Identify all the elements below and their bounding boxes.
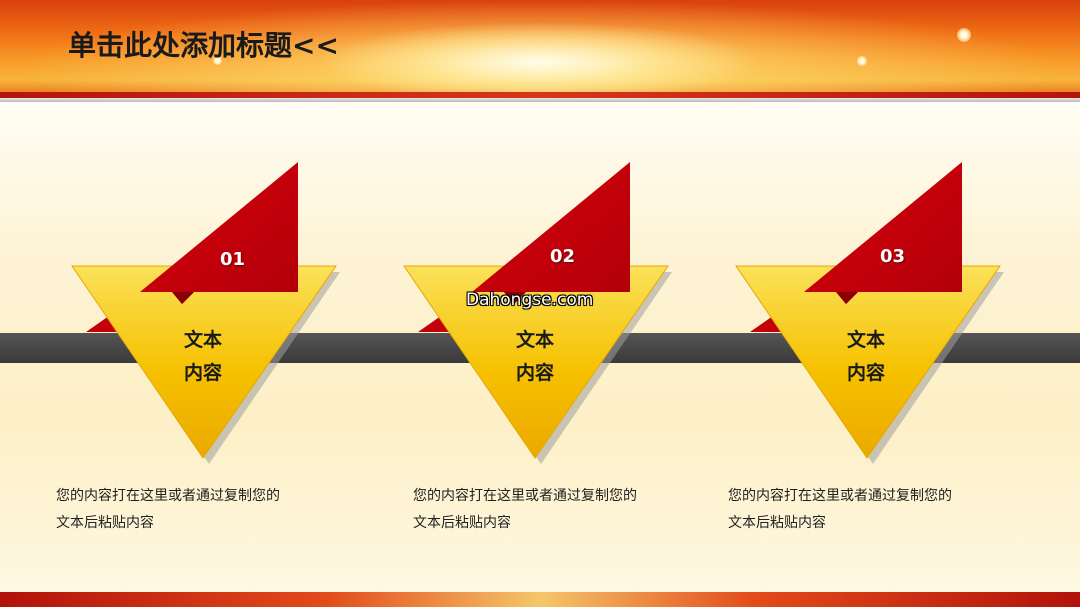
red-ribbon [472, 162, 630, 304]
item-description-line: 文本后粘贴内容 [413, 515, 511, 531]
triangle-graphic [403, 162, 672, 464]
watermark-text: Dahongse.com [466, 290, 594, 310]
item-description-line: 文本后粘贴内容 [728, 515, 826, 531]
item-description-1: 您的内容打在这里或者通过复制您的 文本后粘贴内容 [56, 483, 356, 537]
header-divider-silver [0, 98, 1080, 102]
item-number: 02 [550, 246, 576, 267]
item-heading-line: 内容 [183, 362, 222, 384]
item-heading: 文本 内容 [826, 324, 906, 390]
header-divider [0, 92, 1080, 98]
item-description-line: 您的内容打在这里或者通过复制您的 [413, 488, 637, 504]
item-graphic-3: 03 文本 内容 [734, 160, 1004, 470]
red-ribbon [140, 162, 298, 304]
triangle-graphic [71, 162, 340, 464]
item-heading-line: 内容 [846, 362, 885, 384]
sparkle-icon [957, 28, 971, 42]
triangle-graphic [735, 162, 1004, 464]
item-description-line: 您的内容打在这里或者通过复制您的 [728, 488, 952, 504]
item-graphic-1: 01 文本 内容 [70, 160, 340, 470]
item-heading-line: 内容 [515, 362, 554, 384]
item-description-3: 您的内容打在这里或者通过复制您的 文本后粘贴内容 [728, 483, 1028, 537]
sparkle-icon [857, 56, 867, 66]
item-number: 01 [220, 249, 246, 270]
header-banner [0, 0, 1080, 96]
item-description-line: 文本后粘贴内容 [56, 515, 154, 531]
item-heading: 文本 内容 [163, 324, 243, 390]
item-heading-line: 文本 [515, 329, 554, 351]
item-description-line: 您的内容打在这里或者通过复制您的 [56, 488, 280, 504]
item-graphic-2: 02 文本 内容 [402, 160, 672, 470]
slide-title[interactable]: 单击此处添加标题<< [68, 29, 339, 62]
item-description-2: 您的内容打在这里或者通过复制您的 文本后粘贴内容 [413, 483, 713, 537]
red-ribbon [804, 162, 962, 304]
footer-banner [0, 592, 1080, 607]
item-heading-line: 文本 [183, 329, 222, 351]
item-number: 03 [880, 246, 906, 267]
item-heading: 文本 内容 [495, 324, 575, 390]
sparkle-icon [213, 56, 222, 65]
item-heading-line: 文本 [846, 329, 885, 351]
